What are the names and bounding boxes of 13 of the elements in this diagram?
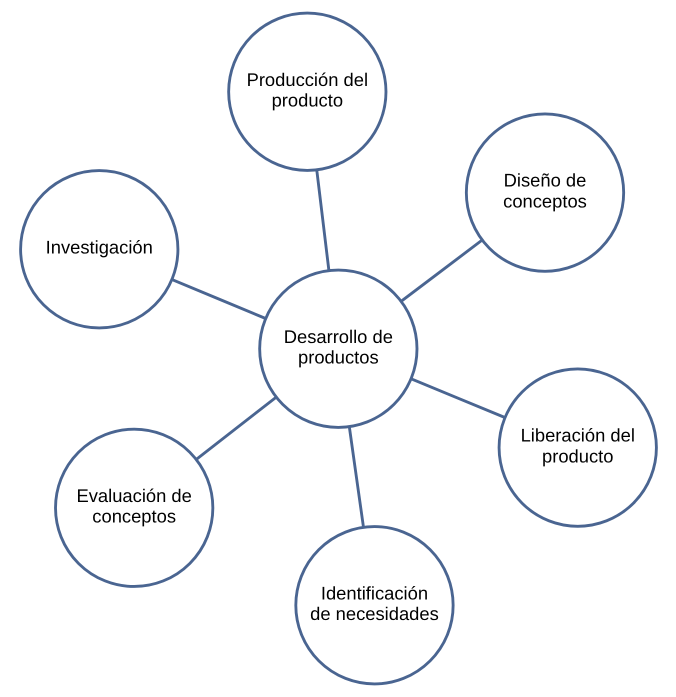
node-circle: Investigación <box>18 169 179 330</box>
node-circle: Liberación del producto <box>497 368 658 528</box>
connector <box>410 377 505 419</box>
node-circle: Evaluación de conceptos <box>54 428 214 588</box>
connector <box>347 426 364 528</box>
node-circle: Desarrollo de productos <box>258 268 418 429</box>
node-circle: Identificación de necesidades <box>294 525 454 686</box>
node-circle: Producción del producto <box>226 12 387 172</box>
node-circle: Diseño de conceptos <box>464 112 625 273</box>
connector <box>195 396 276 460</box>
connector <box>170 278 266 320</box>
connector <box>400 239 482 302</box>
connector <box>314 170 330 271</box>
